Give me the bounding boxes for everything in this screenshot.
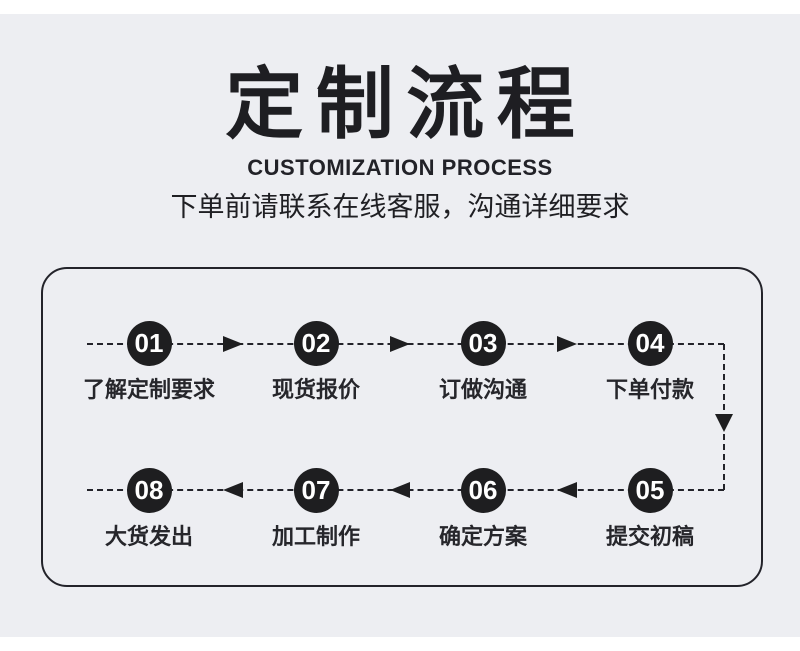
step-label: 确定方案 <box>438 524 527 549</box>
flow-step-07: 07 加工制作 <box>236 468 396 551</box>
flow-step-02: 02 现货报价 <box>236 321 396 404</box>
arrow-left-icon <box>557 482 577 498</box>
section-subtitle: CUSTOMIZATION PROCESS <box>247 155 553 180</box>
step-number-badge: 02 <box>293 321 339 366</box>
flow-step-03: 03 订做沟通 <box>403 321 563 404</box>
process-flow-box: 01 了解定制要求 02 现货报价 03 订做沟通 04 下单付款 08 大货发… <box>41 267 763 587</box>
arrow-right-icon <box>557 336 577 352</box>
step-number: 06 <box>468 475 498 505</box>
flow-step-04: 04 下单付款 <box>570 321 730 404</box>
step-number: 08 <box>134 475 164 505</box>
step-number: 01 <box>134 328 164 358</box>
step-label: 加工制作 <box>271 524 360 549</box>
flow-step-06: 06 确定方案 <box>403 468 563 551</box>
step-label: 现货报价 <box>271 377 360 402</box>
step-number-badge: 03 <box>460 321 506 366</box>
arrow-down-icon <box>715 414 733 432</box>
arrow-right-icon <box>390 336 410 352</box>
flow-step-01: 01 了解定制要求 <box>69 321 229 404</box>
step-label: 提交初稿 <box>605 524 694 549</box>
step-label: 了解定制要求 <box>82 377 215 402</box>
step-label: 订做沟通 <box>438 377 527 402</box>
step-number: 02 <box>301 328 331 358</box>
flow-step-08: 08 大货发出 <box>69 468 229 551</box>
step-number-badge: 08 <box>126 468 172 513</box>
step-number-badge: 04 <box>627 321 673 366</box>
step-number-badge: 06 <box>460 468 506 513</box>
step-label: 下单付款 <box>605 377 694 402</box>
section-tagline: 下单前请联系在线客服，沟通详细要求 <box>170 192 630 222</box>
arrow-left-icon <box>223 482 243 498</box>
step-number-badge: 07 <box>293 468 339 513</box>
flow-step-05: 05 提交初稿 <box>570 468 730 551</box>
customization-section: 定制流程 CUSTOMIZATION PROCESS 下单前请联系在线客服，沟通… <box>0 14 800 637</box>
section-title: 定制流程 <box>225 60 588 148</box>
step-number: 07 <box>301 475 331 505</box>
arrow-right-icon <box>223 336 243 352</box>
step-number-badge: 05 <box>627 468 673 513</box>
step-number: 05 <box>635 475 665 505</box>
step-number: 04 <box>635 328 665 358</box>
arrow-left-icon <box>390 482 410 498</box>
step-label: 大货发出 <box>104 524 193 549</box>
step-number: 03 <box>468 328 498 358</box>
step-number-badge: 01 <box>126 321 172 366</box>
